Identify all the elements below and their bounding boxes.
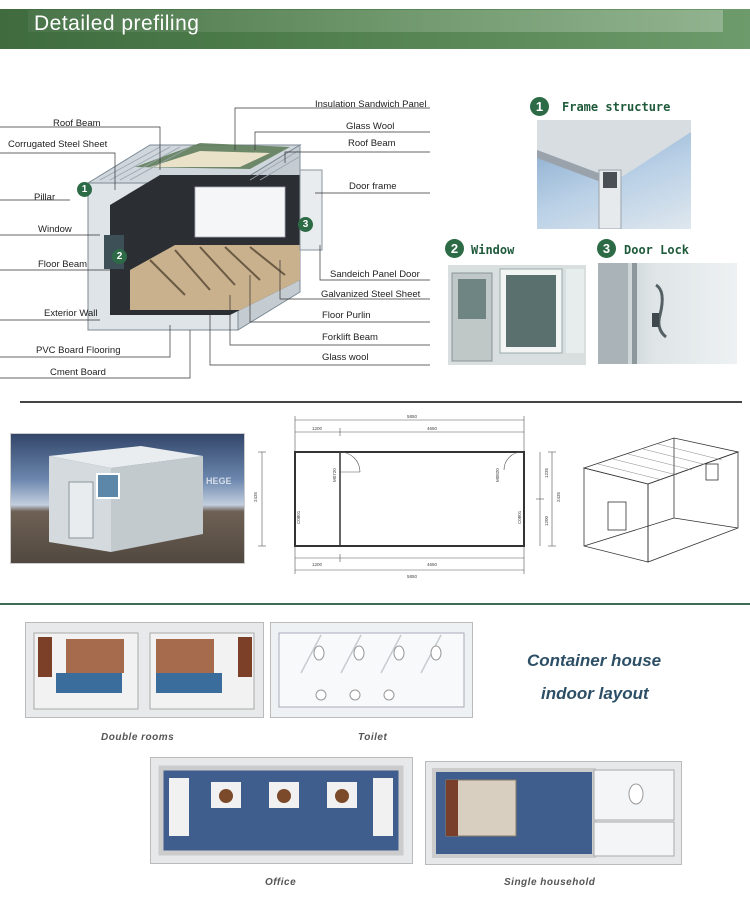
layout-heading-line2: indoor layout [541,684,649,703]
caption-toilet: Toilet [358,732,388,743]
label-pillar: Pillar [34,192,56,203]
toilet-photo [270,622,473,718]
window-code-right: C0801 [517,510,522,524]
page-title: Detailed prefiling [34,12,200,35]
caption-office: Office [265,877,297,888]
dim-right-height: 2435 [556,491,561,502]
container-exploded-diagram [0,107,430,379]
dim-right-lower: 1200 [544,515,549,526]
marker-2: 2 [112,249,127,264]
dim-bottom-total: 5850 [407,574,418,579]
feature-2-number: 2 [445,239,464,258]
door-code-right: M0820 [495,468,500,482]
marker-3: 3 [298,217,313,232]
label-galvanized-steel-sheet: Galvanized Steel Sheet [321,289,421,300]
render-watermark: HEGE [206,476,232,486]
marker-1: 1 [77,182,92,197]
door-code-left: M0720 [332,468,337,482]
label-sandwich-panel-door: Sandeich Panel Door [330,269,420,280]
header-banner [0,9,750,49]
label-pvc-board-flooring: PVC Board Flooring [36,345,121,356]
dim-top-left: 1200 [312,426,323,431]
label-exterior-wall: Exterior Wall [44,308,98,319]
label-cment-board: Cment Board [50,367,106,378]
feature-3-number: 3 [597,239,616,258]
feature-1-title: Frame structure [562,100,671,114]
dim-top-total: 5850 [407,414,418,419]
dim-top-right: 4650 [427,426,438,431]
section-divider-2 [0,603,750,605]
floor-plan-drawing: 5850 1200 4650 1200 4650 5850 2435 2435 … [253,414,561,579]
feature-2-title: Window [471,243,515,257]
label-glass-wool-top: Glass Wool [346,121,395,132]
dim-left-height: 2435 [253,491,258,502]
section-divider-1 [20,401,742,403]
single-household-photo [425,761,682,865]
window-code-left: C0801 [296,510,301,524]
caption-single-household: Single household [504,877,596,888]
feature-3-title: Door Lock [624,243,690,257]
label-door-frame: Door frame [349,181,397,192]
header-banner-highlight [28,10,723,32]
label-roof-beam-right: Roof Beam [348,138,396,149]
label-glass-wool-bottom: Glass wool [322,352,369,363]
door-lock-photo [598,263,737,364]
caption-double-rooms: Double rooms [101,732,175,743]
feature-1-number: 1 [530,97,549,116]
dim-bottom-right: 4650 [427,562,438,567]
dim-right-upper: 1235 [544,467,549,478]
label-corrugated-steel-sheet: Corrugated Steel Sheet [8,139,108,150]
office-photo [150,757,413,864]
label-floor-beam: Floor Beam [38,259,88,270]
frame-structure-photo [537,120,691,229]
window-photo [448,265,586,365]
label-insulation-sandwich-panel: Insulation Sandwich Panel [315,99,427,110]
label-forklift-beam: Forklift Beam [322,332,378,343]
label-window: Window [38,224,72,235]
layout-heading-line1: Container house [527,651,662,670]
wireframe-container-drawing [582,437,740,563]
label-floor-purlin: Floor Purlin [322,310,371,321]
label-roof-beam-left: Roof Beam [53,118,101,129]
dim-bottom-left: 1200 [312,562,323,567]
container-render-photo: HEGE [10,433,245,564]
double-rooms-photo [25,622,264,718]
